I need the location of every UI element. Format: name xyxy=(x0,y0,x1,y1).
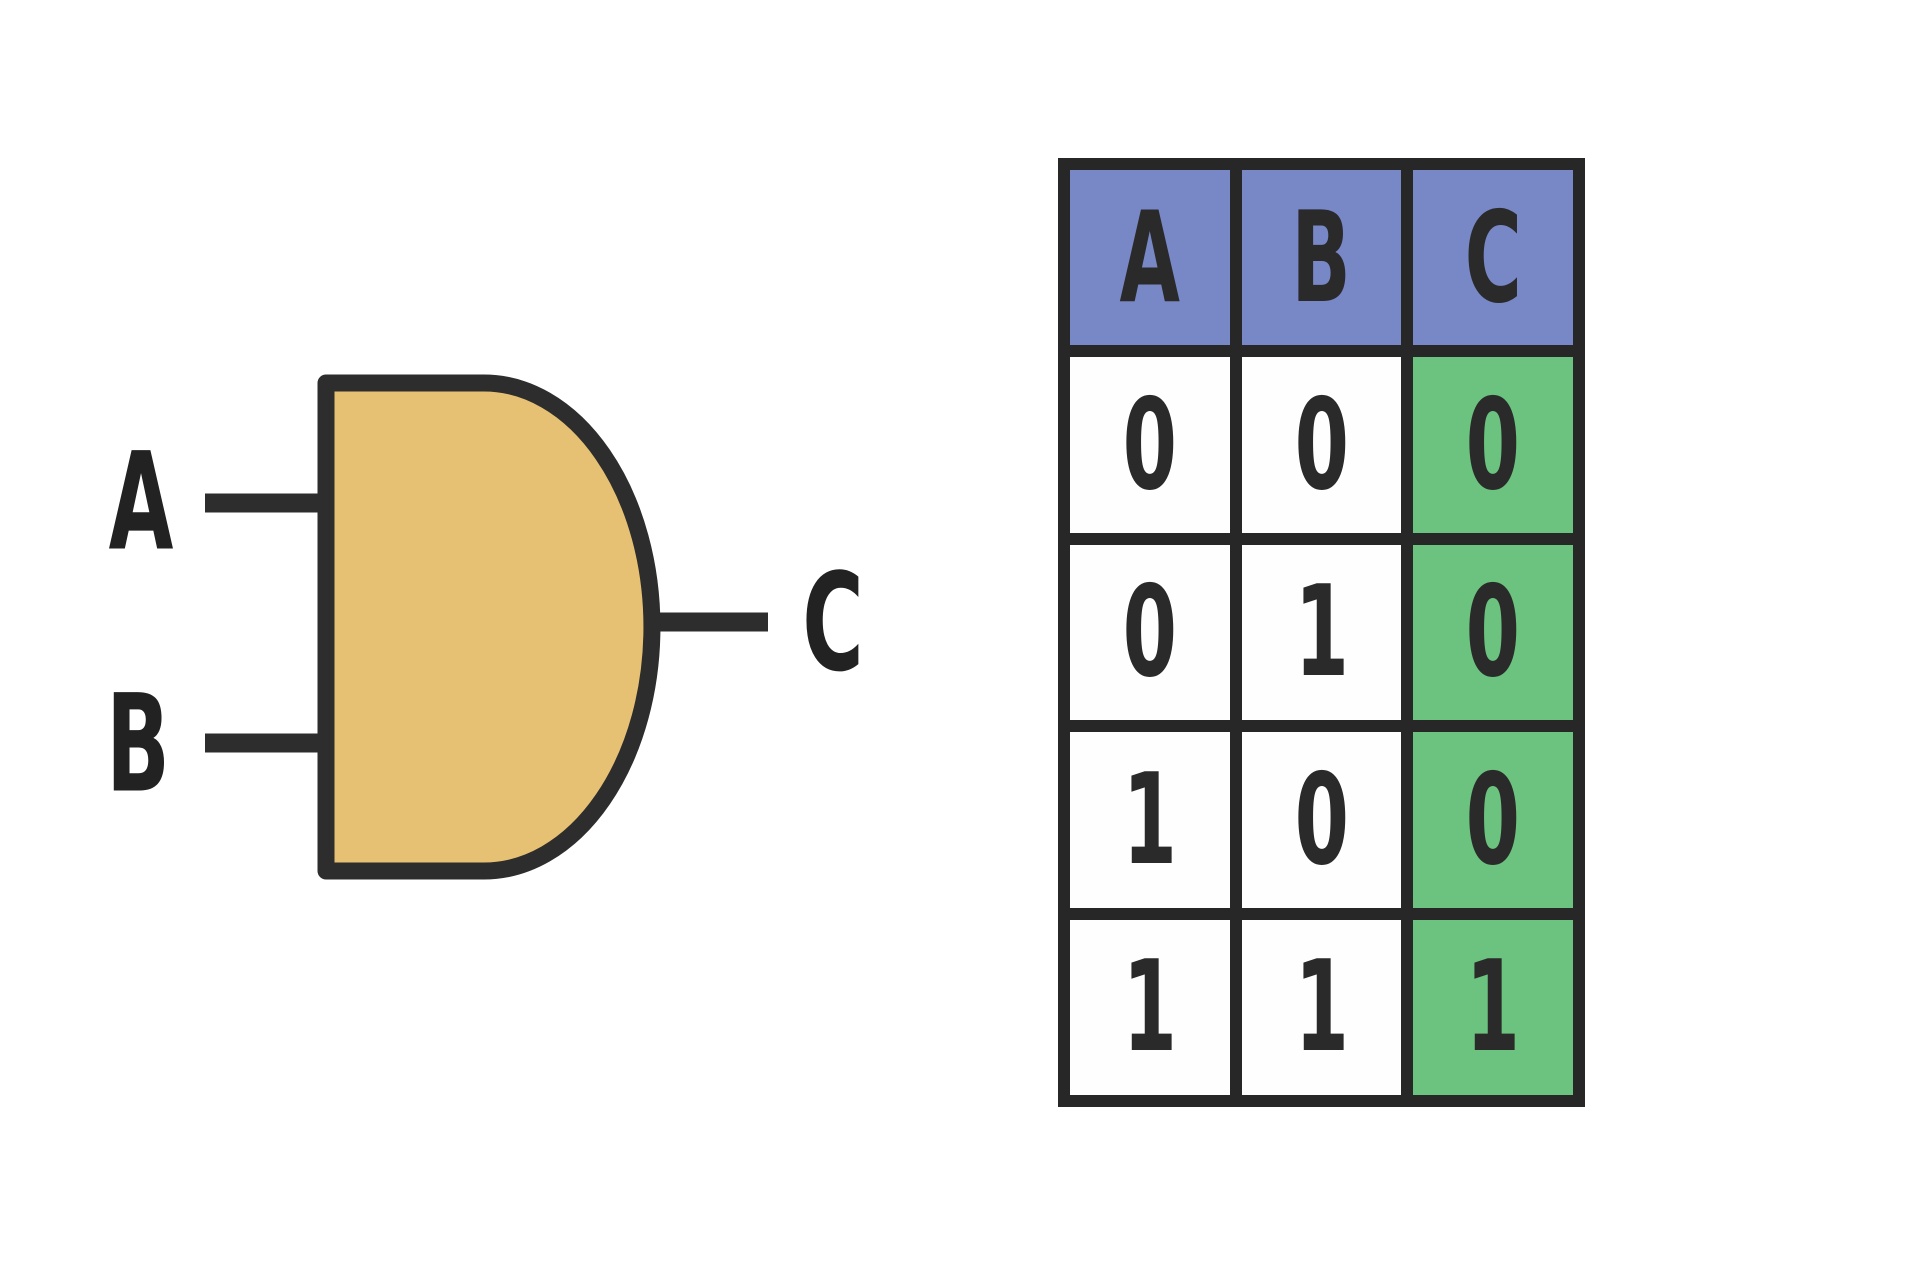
cell-value: 0 xyxy=(1465,371,1521,519)
truth-table-header-a: A xyxy=(1070,170,1230,346)
truth-table-cell-r3-c: 0 xyxy=(1413,732,1573,908)
truth-table-cell-r4-c: 1 xyxy=(1413,919,1573,1095)
cell-value: 0 xyxy=(1294,745,1349,893)
truth-table-cell-r1-c: 0 xyxy=(1413,357,1573,533)
input-b-label: B xyxy=(106,665,170,823)
header-b-label: B xyxy=(1291,183,1352,331)
cell-value: 1 xyxy=(1122,745,1177,893)
and-gate-icon xyxy=(317,374,661,880)
truth-table-cell-r1-a: 0 xyxy=(1070,357,1230,533)
header-c-label: C xyxy=(1464,183,1522,331)
truth-table-cell-r3-a: 1 xyxy=(1070,732,1230,908)
input-a-label: A xyxy=(108,423,174,581)
truth-table-cell-r2-c: 0 xyxy=(1413,544,1573,721)
cell-value: 0 xyxy=(1465,745,1521,893)
cell-value: 1 xyxy=(1294,933,1349,1081)
truth-table-cell-r2-b: 1 xyxy=(1241,544,1402,721)
truth-table-cell-r1-b: 0 xyxy=(1241,357,1402,533)
cell-value: 1 xyxy=(1122,933,1177,1081)
truth-table-cell-r4-a: 1 xyxy=(1070,919,1230,1095)
truth-table-header-b: B xyxy=(1241,170,1402,346)
truth-table-header-c: C xyxy=(1413,170,1573,346)
cell-value: 0 xyxy=(1122,558,1177,706)
truth-table-cell-r3-b: 0 xyxy=(1241,732,1402,908)
cell-value: 0 xyxy=(1122,371,1177,519)
truth-table: A B C 0 0 0 0 1 0 1 0 xyxy=(1058,158,1585,1107)
truth-table-cell-r2-a: 0 xyxy=(1070,544,1230,721)
output-c-label: C xyxy=(802,544,864,702)
cell-value: 1 xyxy=(1294,558,1349,706)
cell-value: 0 xyxy=(1465,558,1521,706)
truth-table-cell-r4-b: 1 xyxy=(1241,919,1402,1095)
cell-value: 0 xyxy=(1294,371,1349,519)
cell-value: 1 xyxy=(1465,933,1521,1081)
header-a-label: A xyxy=(1119,183,1181,331)
